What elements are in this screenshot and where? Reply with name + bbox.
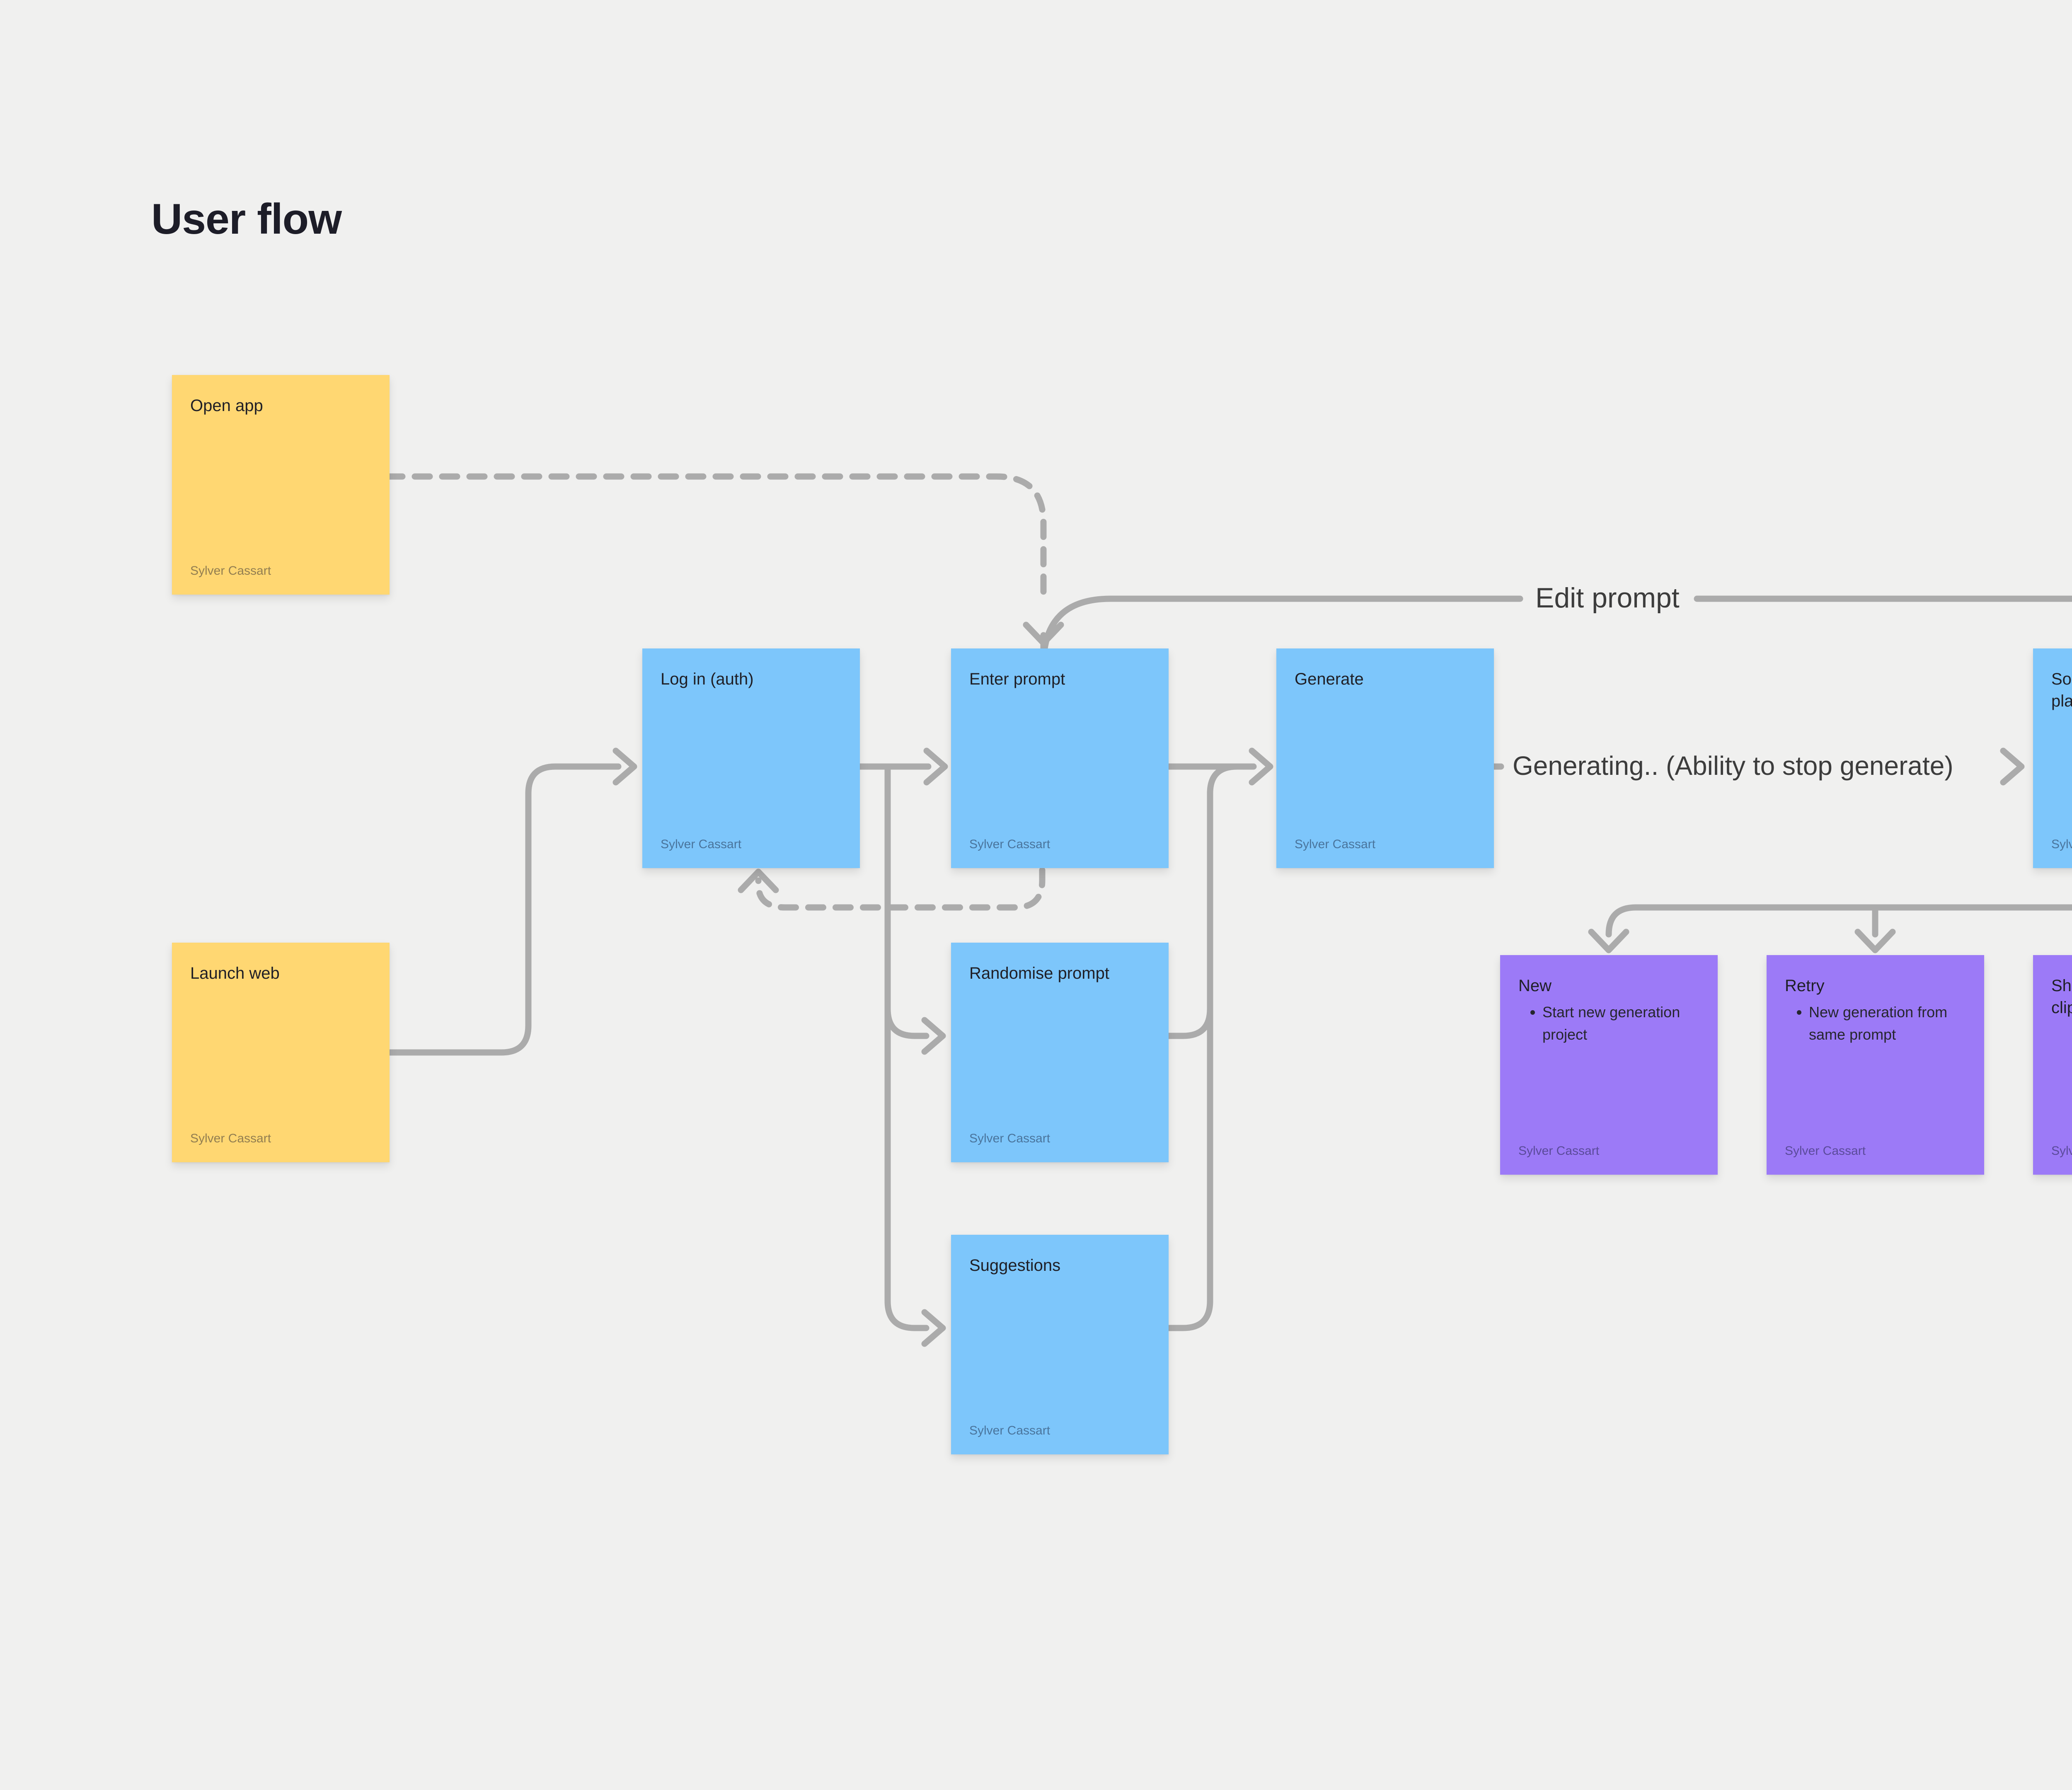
arrowhead-down-icon bbox=[1854, 929, 1896, 953]
connector-log-in-to-enter-prompt[interactable] bbox=[854, 747, 948, 786]
sticky-note-song-preview[interactable]: Song preview (auto-play) Sylver Cassart bbox=[2033, 648, 2072, 868]
sticky-author: Sylver Cassart bbox=[1785, 1144, 1866, 1158]
sticky-title: Launch web bbox=[190, 964, 280, 982]
sticky-author: Sylver Cassart bbox=[969, 1132, 1051, 1145]
arrowhead-up-icon bbox=[738, 868, 779, 893]
sticky-author: Sylver Cassart bbox=[969, 837, 1051, 851]
sticky-note-share[interactable]: Share (Copy link to clipboard) Sylver Ca… bbox=[2033, 955, 2072, 1175]
page-title[interactable]: User flow bbox=[151, 195, 342, 243]
sticky-note-launch-web[interactable]: Launch web Sylver Cassart bbox=[172, 943, 390, 1162]
sticky-author: Sylver Cassart bbox=[661, 837, 742, 851]
sticky-title: Retry bbox=[1785, 977, 1825, 995]
sticky-bullet-list: New generation from same prompt bbox=[1785, 1001, 1966, 1046]
sticky-author: Sylver Cassart bbox=[190, 564, 271, 578]
connector-song-preview-to-retry[interactable] bbox=[1854, 904, 1896, 953]
connector-open-app-to-enter-prompt[interactable] bbox=[384, 473, 1047, 596]
sticky-title: Randomise prompt bbox=[969, 964, 1109, 982]
label-generating[interactable]: Generating.. (Ability to stop generate) bbox=[1513, 751, 1953, 781]
sticky-title: Suggestions bbox=[969, 1256, 1061, 1275]
connector-enter-prompt-to-generate[interactable] bbox=[1165, 747, 1273, 786]
connector-launch-web-to-log-in[interactable] bbox=[384, 747, 637, 1056]
sticky-title: New bbox=[1518, 977, 1552, 995]
sticky-author: Sylver Cassart bbox=[190, 1132, 271, 1145]
sticky-author: Sylver Cassart bbox=[969, 1424, 1051, 1437]
connector-log-in-to-suggestions[interactable] bbox=[884, 767, 946, 1347]
sticky-author: Sylver Cassart bbox=[1295, 837, 1376, 851]
arrowhead-right-icon bbox=[923, 747, 948, 786]
sticky-title: Log in (auth) bbox=[661, 670, 754, 688]
arrowhead-down-icon bbox=[1023, 622, 1064, 646]
label-edit-prompt[interactable]: Edit prompt bbox=[1535, 582, 1680, 614]
sticky-note-retry[interactable]: Retry New generation from same prompt Sy… bbox=[1767, 955, 1984, 1175]
sticky-bullet: Start new generation project bbox=[1542, 1001, 1699, 1046]
sticky-note-new[interactable]: New Start new generation project Sylver … bbox=[1500, 955, 1718, 1175]
arrowhead-right-icon bbox=[1249, 747, 1273, 786]
sticky-author: Sylver Cassart bbox=[2051, 1144, 2072, 1158]
arrowhead-right-icon bbox=[2000, 747, 2025, 786]
arrowhead-right-icon bbox=[612, 747, 637, 786]
arrowhead-right-icon bbox=[921, 1309, 946, 1347]
sticky-title: Enter prompt bbox=[969, 670, 1065, 688]
connector-log-in-to-randomise-prompt[interactable] bbox=[884, 1006, 946, 1055]
arrowhead-down-icon bbox=[1588, 929, 1629, 953]
connector-song-preview-to-new[interactable] bbox=[1588, 880, 2072, 953]
sticky-note-generate[interactable]: Generate Sylver Cassart bbox=[1276, 648, 1494, 868]
sticky-title: Song preview (auto-play) bbox=[2051, 670, 2072, 710]
sticky-note-open-app[interactable]: Open app Sylver Cassart bbox=[172, 375, 390, 595]
sticky-note-suggestions[interactable]: Suggestions Sylver Cassart bbox=[951, 1235, 1169, 1454]
sticky-title: Open app bbox=[190, 397, 263, 415]
sticky-bullet: New generation from same prompt bbox=[1809, 1001, 1966, 1046]
arrowhead-right-icon bbox=[921, 1017, 946, 1055]
connector-suggestions-to-generate[interactable] bbox=[1165, 805, 1213, 1331]
sticky-bullet-list: Start new generation project bbox=[1518, 1001, 1699, 1046]
sticky-note-log-in[interactable]: Log in (auth) Sylver Cassart bbox=[642, 648, 860, 868]
sticky-author: Sylver Cassart bbox=[2051, 837, 2072, 851]
sticky-author: Sylver Cassart bbox=[1518, 1144, 1600, 1158]
sticky-title: Share (Copy link to clipboard) bbox=[2051, 977, 2072, 1017]
sticky-note-randomise-prompt[interactable]: Randomise prompt Sylver Cassart bbox=[951, 943, 1169, 1162]
connector-enter-prompt-to-log-in[interactable] bbox=[738, 867, 1046, 911]
sticky-note-enter-prompt[interactable]: Enter prompt Sylver Cassart bbox=[951, 648, 1169, 868]
sticky-title: Generate bbox=[1295, 670, 1364, 688]
connector-randomise-prompt-to-generate[interactable] bbox=[1165, 763, 1247, 1039]
